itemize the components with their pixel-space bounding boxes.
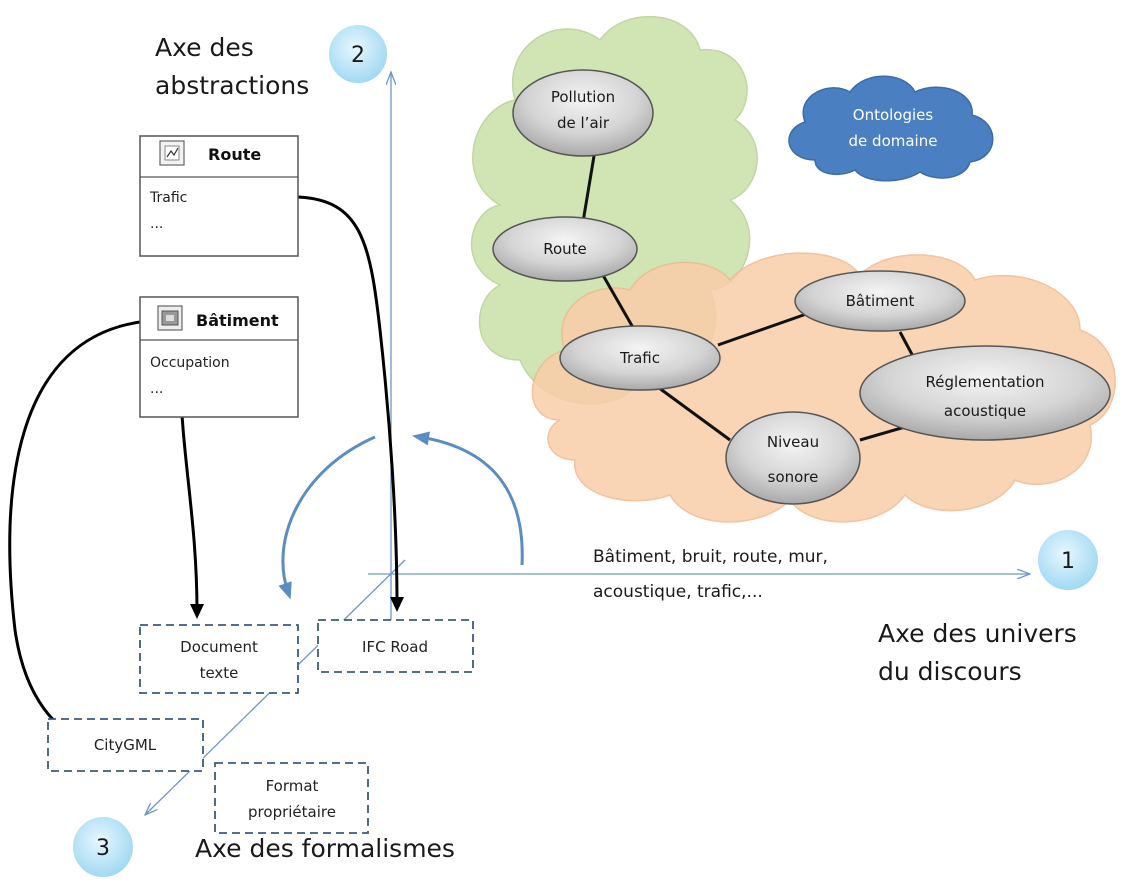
format-ifc-label: IFC Road [362, 638, 428, 656]
batiment-class-icon [157, 305, 183, 331]
badge-1-label: 1 [1061, 549, 1075, 574]
concept-trafic: Trafic [559, 325, 721, 391]
concept-niveau-label-1: Niveau [767, 433, 819, 451]
discourse-terms-line-1: Bâtiment, bruit, route, mur, [593, 547, 828, 567]
format-proprietaire-label-2: propriétaire [248, 803, 336, 821]
class-route: Route Trafic ... [139, 135, 299, 257]
concept-reglementation-label-2: acoustique [944, 402, 1026, 420]
concept-route-label: Route [543, 240, 587, 258]
format-document-label-2: texte [200, 664, 239, 682]
concept-route: Route [492, 216, 638, 282]
rotation-arrow-left [278, 435, 376, 600]
class-route-attr-2: ... [150, 216, 163, 232]
ontology-cloud-label-1: Ontologies [853, 106, 934, 124]
concept-reglementation: Réglementation acoustique [859, 345, 1111, 441]
badge-1: 1 [1036, 528, 1100, 592]
rotation-arrow-right [412, 431, 524, 566]
axis-abstractions-label-1: Axe des [155, 33, 254, 62]
class-batiment: Bâtiment Occupation ... [139, 296, 299, 418]
class-batiment-attr-2: ... [150, 381, 163, 397]
badge-2-label: 2 [351, 43, 365, 68]
concept-reglementation-label-1: Réglementation [925, 373, 1044, 391]
discourse-terms-line-2: acoustique, trafic,... [593, 582, 763, 602]
format-ifc-road: IFC Road [317, 619, 474, 673]
badge-3-label: 3 [96, 836, 110, 861]
format-citygml-label: CityGML [94, 736, 157, 754]
badge-3: 3 [71, 815, 135, 879]
concept-batiment: Bâtiment [794, 270, 966, 332]
format-document-label-1: Document [180, 638, 258, 656]
route-class-icon [159, 140, 185, 166]
badge-2: 2 [327, 23, 389, 85]
axis-abstractions-label-2: abstractions [155, 71, 309, 100]
concept-batiment-label: Bâtiment [846, 292, 915, 310]
concept-niveau-label-2: sonore [768, 468, 819, 486]
class-route-attr-1: Trafic [149, 190, 187, 206]
concept-pollution: Pollution de l’air [512, 69, 654, 157]
concept-pollution-label-1: Pollution [551, 88, 615, 106]
concept-trafic-label: Trafic [619, 349, 660, 367]
orange-domain-cloud [531, 252, 1116, 523]
ontology-cloud-label-2: de domaine [849, 132, 938, 150]
axis-discourse-label-2: du discours [878, 657, 1022, 686]
format-document-texte: Document texte [139, 624, 299, 694]
concept-niveau-sonore: Niveau sonore [725, 411, 861, 505]
format-proprietaire: Format propriétaire [214, 762, 369, 834]
class-route-title: Route [208, 145, 261, 164]
ontology-cloud: Ontologies de domaine [788, 75, 994, 182]
concept-pollution-label-2: de l’air [557, 114, 610, 132]
format-proprietaire-label-1: Format [266, 777, 319, 795]
axis-formalisms-label: Axe des formalismes [195, 834, 455, 863]
format-citygml: CityGML [47, 718, 204, 772]
axis-discourse-label-1: Axe des univers [878, 619, 1077, 648]
class-batiment-attr-1: Occupation [150, 355, 230, 371]
class-batiment-title: Bâtiment [196, 311, 279, 330]
